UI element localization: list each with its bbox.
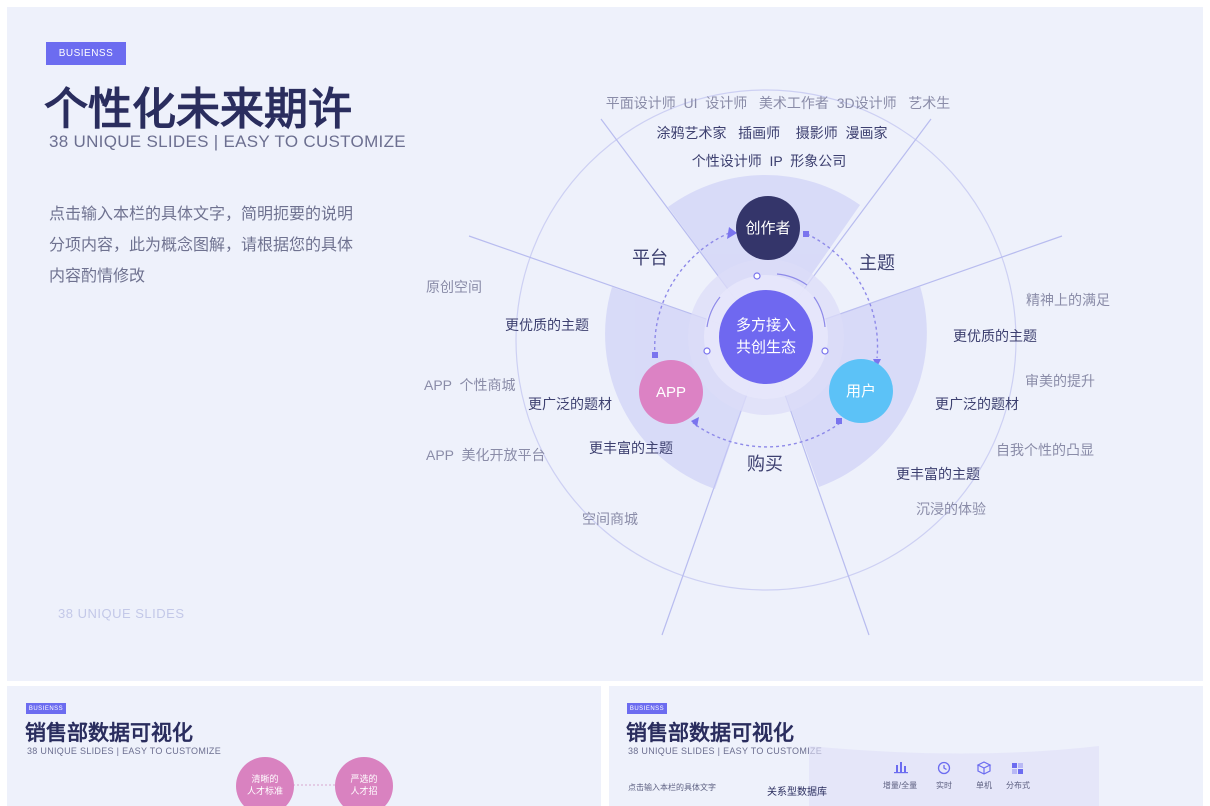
arc-arrows (652, 227, 881, 427)
top-line-2: 涂鸦艺术家 插画师 摄影师 漫画家 (656, 125, 887, 141)
right-inner-3: 更丰富的主题 (896, 466, 980, 482)
business-badge: BUSIENSS (46, 42, 126, 65)
description-text: 点击输入本栏的具体文字，简明扼要的说明分项内容，此为概念图解，请根据您的具体内容… (49, 206, 354, 285)
inner-arrow-left (706, 296, 721, 328)
thumb-left-diagram: 清晰的 人才标准 严选的 人才招 (236, 757, 393, 806)
thumb-left-circle-2-line-1: 严选的 (350, 773, 377, 784)
thumb-left-title: 销售部数据可视化 (25, 722, 193, 745)
thumbnail-slide-left[interactable]: BUSIENSS 销售部数据可视化 38 UNIQUE SLIDES | EAS… (7, 686, 601, 806)
top-line-1: 平面设计师 UI 设计师 美术工作者 3D设计师 艺术生 (606, 95, 951, 111)
left-outer-3: APP 美化开放平台 (426, 447, 546, 463)
right-outer-4: 沉浸的体验 (916, 501, 986, 517)
app-node (639, 360, 703, 424)
thumb-right-text: 点击输入本栏的具体文字 (628, 782, 716, 792)
chart-icon (894, 762, 908, 774)
thumb-right-label: 关系型数据库 (767, 785, 827, 798)
thumb-left-circle-1-line-2: 人才标准 (247, 785, 283, 796)
icon-label-4: 分布式 (1006, 780, 1030, 790)
right-inner-2: 更广泛的题材 (935, 396, 1019, 412)
ecosystem-diagram: 多方接入 共创生态 创作者 APP 用户 平台 主题 购买 平面设计师 UI 设… (424, 89, 1110, 636)
thumb-left-circle-2-line-2: 人才招 (350, 785, 377, 796)
page-title: 个性化未来期许 (44, 85, 352, 134)
center-node (719, 290, 813, 384)
dashed-arcs (653, 232, 879, 448)
thumb-right-diagram: 点击输入本栏的具体文字 关系型数据库 增量/全量 实时 单机 分布式 (628, 746, 1099, 806)
left-outer-2: APP 个性商城 (424, 377, 516, 393)
icon-label-3: 单机 (976, 780, 992, 790)
right-outer-2: 审美的提升 (1025, 373, 1095, 389)
platform-label: 平台 (632, 248, 668, 268)
thumb-left-circle-1 (236, 757, 294, 806)
cube-icon (976, 761, 992, 775)
thumb-left-badge: BUSIENSS (26, 703, 66, 714)
left-inner-2: 更广泛的题材 (528, 396, 612, 412)
theme-label: 主题 (859, 253, 895, 273)
right-inner-1: 更优质的主题 (953, 328, 1037, 344)
center-line-2: 共创生态 (736, 339, 796, 356)
inner-arrow-right (813, 296, 826, 328)
thumb-right-shape (809, 746, 1099, 806)
left-outer-4: 空间商城 (582, 511, 638, 527)
inner-arrow-top (776, 273, 808, 286)
left-inner-3: 更丰富的主题 (589, 440, 673, 456)
buy-label: 购买 (747, 454, 783, 474)
grid-icon (1012, 763, 1023, 774)
left-inner-1: 更优质的主题 (505, 317, 589, 333)
thumbnail-slide-right[interactable]: BUSIENSS 销售部数据可视化 38 UNIQUE SLIDES | EAS… (609, 686, 1203, 806)
main-slide: BUSIENSS 个性化未来期许 38 UNIQUE SLIDES | EASY… (7, 7, 1203, 681)
small-dots (703, 272, 829, 355)
top-line-3: 个性设计师 IP 形象公司 (692, 153, 847, 169)
thumb-left-subtitle: 38 UNIQUE SLIDES | EASY TO CUSTOMIZE (27, 746, 222, 756)
app-label: APP (656, 384, 686, 401)
thumb-right-subtitle: 38 UNIQUE SLIDES | EASY TO CUSTOMIZE (628, 746, 823, 756)
thumb-left-circle-2 (335, 757, 393, 806)
thumb-left-circle-1-line-1: 清晰的 (251, 773, 278, 784)
page-subtitle: 38 UNIQUE SLIDES | EASY TO CUSTOMIZE (49, 132, 406, 151)
left-outer-1: 原创空间 (426, 279, 482, 295)
creator-label: 创作者 (745, 220, 790, 237)
right-outer-3: 自我个性的凸显 (996, 442, 1094, 458)
clock-icon (937, 761, 951, 775)
outer-ring (515, 89, 1017, 591)
creator-node (736, 196, 800, 260)
right-outer-1: 精神上的满足 (1026, 292, 1110, 308)
icon-label-1: 增量/全量 (883, 780, 917, 790)
user-label: 用户 (846, 383, 876, 400)
thumb-right-title: 销售部数据可视化 (626, 722, 794, 745)
footer-text: 38 UNIQUE SLIDES (58, 606, 185, 621)
center-line-1: 多方接入 (736, 317, 796, 334)
user-node (829, 359, 893, 423)
icon-label-2: 实时 (936, 780, 952, 790)
thumb-right-badge: BUSIENSS (627, 703, 667, 714)
